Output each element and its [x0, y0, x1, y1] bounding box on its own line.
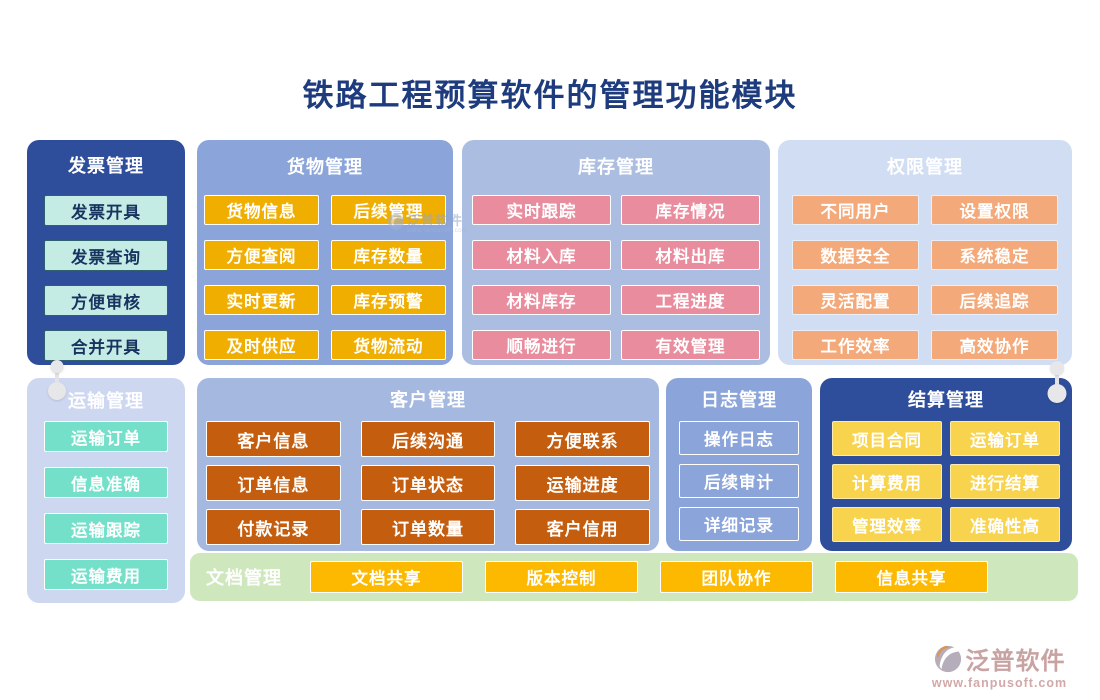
invoice-item: 方便审核 [44, 285, 168, 316]
customer-item: 订单状态 [360, 465, 496, 501]
panel-inventory: 库存管理 实时跟踪 库存情况 材料入库 材料出库 材料库存 工程进度 顺畅进行 … [462, 140, 770, 365]
panel-invoice-title: 发票管理 [68, 156, 144, 176]
goods-item: 货物信息 [204, 195, 319, 225]
panel-settlement: 结算管理 项目合同 运输订单 计算费用 进行结算 管理效率 准确性高 [820, 378, 1072, 551]
goods-item: 库存数量 [331, 240, 446, 270]
customer-item: 付款记录 [206, 509, 341, 545]
panel-document-title: 文档管理 [206, 568, 282, 588]
document-item: 信息共享 [835, 561, 988, 593]
panel-transport-title: 运输管理 [68, 391, 144, 411]
inventory-item: 有效管理 [621, 330, 760, 360]
settlement-item: 准确性高 [950, 507, 1060, 542]
panel-settlement-title: 结算管理 [908, 390, 984, 410]
invoice-item: 合并开具 [44, 330, 168, 361]
inventory-item: 库存情况 [621, 195, 760, 225]
goods-item: 后续管理 [331, 195, 446, 225]
transport-item: 运输订单 [44, 421, 168, 452]
inventory-item: 材料入库 [472, 240, 611, 270]
settlement-item: 管理效率 [832, 507, 942, 542]
settlement-item: 进行结算 [950, 464, 1060, 499]
customer-item: 客户信用 [515, 509, 650, 545]
panel-log: 日志管理 操作日志 后续审计 详细记录 [666, 378, 812, 551]
inventory-item: 材料出库 [621, 240, 760, 270]
permission-item: 系统稳定 [931, 240, 1058, 270]
customer-item: 方便联系 [515, 421, 650, 457]
customer-item: 后续沟通 [360, 421, 496, 457]
invoice-item: 发票开具 [44, 195, 168, 226]
panel-customer-title: 客户管理 [390, 390, 466, 410]
goods-item: 库存预警 [331, 285, 446, 315]
panel-goods: 货物管理 货物信息 后续管理 方便查阅 库存数量 实时更新 库存预警 及时供应 … [197, 140, 453, 365]
settlement-item: 计算费用 [832, 464, 942, 499]
document-item: 版本控制 [485, 561, 638, 593]
panel-log-title: 日志管理 [701, 390, 777, 410]
log-item: 后续审计 [679, 464, 799, 498]
panel-inventory-title: 库存管理 [578, 157, 654, 177]
footer-brand-text: 泛普软件 [965, 648, 1066, 675]
transport-item: 运输费用 [44, 559, 168, 590]
settlement-item: 项目合同 [832, 421, 942, 456]
log-item: 详细记录 [679, 507, 799, 541]
inventory-item: 实时跟踪 [472, 195, 611, 225]
inventory-item: 工程进度 [621, 285, 760, 315]
log-item: 操作日志 [679, 421, 799, 455]
document-item: 团队协作 [660, 561, 813, 593]
permission-item: 数据安全 [792, 240, 919, 270]
panel-customer: 客户管理 客户信息 后续沟通 方便联系 订单信息 订单状态 运输进度 付款记录 … [197, 378, 659, 551]
footer-brand: 泛普软件 www.fanpusoft.com [917, 641, 1082, 690]
goods-item: 方便查阅 [204, 240, 319, 270]
goods-item: 货物流动 [331, 330, 446, 360]
panel-permission: 权限管理 不同用户 设置权限 数据安全 系统稳定 灵活配置 后续追踪 工作效率 … [778, 140, 1072, 365]
goods-item: 实时更新 [204, 285, 319, 315]
settlement-item: 运输订单 [950, 421, 1060, 456]
permission-item: 工作效率 [792, 330, 919, 360]
permission-item: 设置权限 [931, 195, 1058, 225]
customer-item: 订单数量 [360, 509, 496, 545]
permission-item: 不同用户 [792, 195, 919, 225]
goods-item: 及时供应 [204, 330, 319, 360]
document-item: 文档共享 [310, 561, 463, 593]
brand-logo-icon [934, 645, 961, 672]
permission-item: 后续追踪 [931, 285, 1058, 315]
panel-goods-title: 货物管理 [287, 157, 363, 177]
customer-item: 订单信息 [206, 465, 341, 501]
footer-brand-url: www.fanpusoft.com [931, 676, 1068, 690]
panel-document: 文档管理 文档共享 版本控制 团队协作 信息共享 [190, 553, 1078, 601]
panel-invoice: 发票管理 发票开具 发票查询 方便审核 合并开具 [27, 140, 185, 365]
transport-item: 运输跟踪 [44, 513, 168, 544]
customer-item: 运输进度 [515, 465, 650, 501]
permission-item: 灵活配置 [792, 285, 919, 315]
inventory-item: 顺畅进行 [472, 330, 611, 360]
panel-transport: 运输管理 运输订单 信息准确 运输跟踪 运输费用 [27, 378, 185, 603]
panel-permission-title: 权限管理 [887, 157, 963, 177]
connector-pin-left [45, 360, 69, 402]
invoice-item: 发票查询 [44, 240, 168, 271]
customer-item: 客户信息 [206, 421, 341, 457]
permission-item: 高效协作 [931, 330, 1058, 360]
inventory-item: 材料库存 [472, 285, 611, 315]
transport-item: 信息准确 [44, 467, 168, 498]
page-title: 铁路工程预算软件的管理功能模块 [302, 78, 798, 113]
connector-pin-right [1045, 360, 1069, 404]
